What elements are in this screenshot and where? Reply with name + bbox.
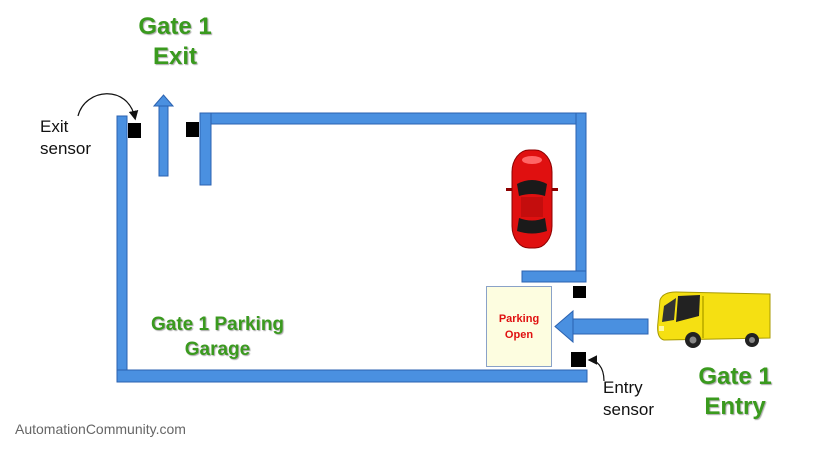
entry-sensor-label-line2: sensor bbox=[603, 400, 655, 419]
parking-open-sign: Parking Open bbox=[486, 286, 552, 367]
parked-red-car-icon bbox=[506, 149, 558, 249]
exit-sensor-right bbox=[186, 122, 199, 137]
garage-title-line2: Garage bbox=[184, 339, 251, 360]
garage-title-line1: Gate 1 Parking bbox=[150, 314, 285, 335]
wall-exit-post bbox=[199, 112, 212, 186]
wall-top bbox=[199, 112, 587, 125]
entry-sensor-pointer bbox=[587, 355, 605, 382]
exit-direction-arrow bbox=[152, 94, 175, 177]
exit-sensor-label-line2: sensor bbox=[40, 139, 92, 158]
entry-gate-title-line2: Entry bbox=[704, 393, 766, 420]
entry-sensor-top bbox=[573, 286, 586, 298]
entry-sensor-label: Entry sensor bbox=[603, 377, 654, 421]
entry-sensor-bottom bbox=[571, 352, 586, 367]
entry-sensor-label-line1: Entry bbox=[603, 378, 643, 397]
entry-gate-title: Gate 1 Entry bbox=[680, 362, 790, 422]
exit-sensor-label: Exit sensor bbox=[40, 116, 91, 160]
exit-sensor-pointer bbox=[77, 93, 139, 121]
wall-entry-ledge bbox=[521, 270, 587, 283]
wall-right bbox=[575, 112, 587, 282]
footer-watermark: AutomationCommunity.com bbox=[15, 421, 186, 437]
sign-line2: Open bbox=[504, 328, 534, 341]
exit-gate-title-line1: Gate 1 bbox=[138, 13, 212, 40]
incoming-yellow-van-icon bbox=[657, 291, 771, 348]
entry-direction-arrow bbox=[554, 309, 649, 344]
exit-gate-title: Gate 1 Exit bbox=[120, 12, 230, 72]
exit-sensor-label-line1: Exit bbox=[40, 117, 69, 136]
wall-bottom bbox=[116, 369, 588, 383]
exit-sensor-left bbox=[128, 123, 141, 138]
sign-line1: Parking bbox=[498, 312, 540, 325]
wall-left bbox=[116, 115, 128, 382]
exit-gate-title-line2: Exit bbox=[152, 43, 197, 70]
garage-title: Gate 1 Parking Garage bbox=[135, 312, 300, 362]
garage-walls bbox=[116, 112, 588, 383]
entry-gate-title-line1: Gate 1 bbox=[698, 363, 772, 390]
